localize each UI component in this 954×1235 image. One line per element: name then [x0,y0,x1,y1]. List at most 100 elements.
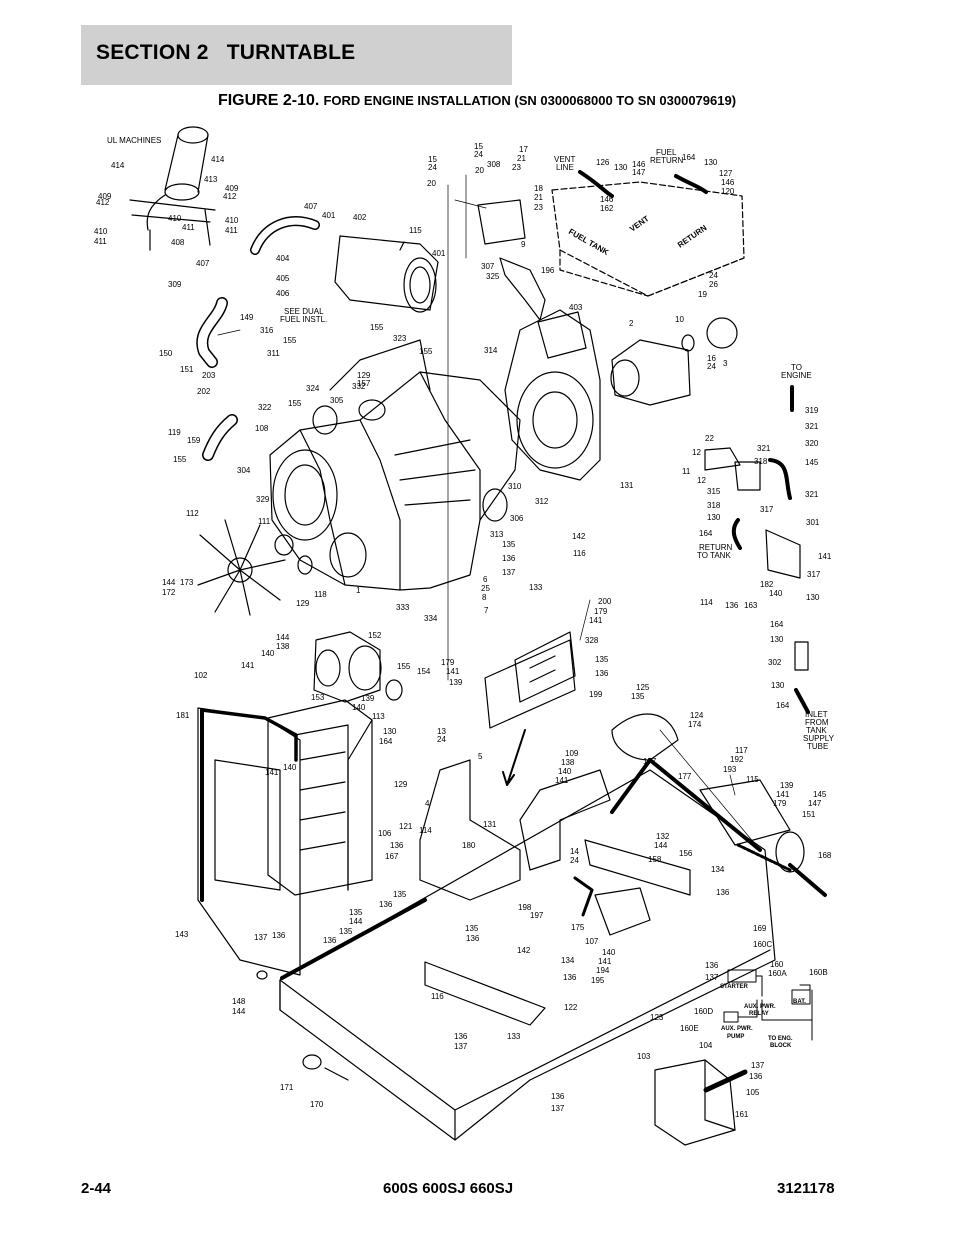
part-callout: 196 [541,266,555,275]
water-pump-pulley [297,555,313,575]
part-callout: 202 [197,387,211,396]
seal-strip-177 [610,758,762,852]
part-callout: 136 [563,973,577,982]
part-callout: 144 [276,633,290,642]
part-callout: 144 [232,1007,246,1016]
part-callout: 147 [808,799,822,808]
tank-label: VENT [628,214,651,234]
part-callout: 21 [517,154,526,163]
part-callout: 139 [449,678,463,687]
part-callout: 160B [809,968,828,977]
part-callout: 131 [620,481,634,490]
part-callout: 129 [296,599,310,608]
part-callout: 177 [643,757,657,766]
part-callout: VENT [554,155,575,164]
part-callout: 105 [746,1088,760,1097]
part-callout: RETURN [699,543,733,552]
part-callout: 179 [441,658,455,667]
part-callout: 172 [162,588,176,597]
part-callout: 409 [225,184,239,193]
part-callout: 135 [393,890,407,899]
part-callout: 171 [280,1083,294,1092]
part-callout: 130 [771,681,785,690]
exhaust-clamp-chain [736,843,792,872]
part-callout: 410 [225,216,239,225]
part-callout: 410 [94,227,108,236]
part-callout: 22 [705,434,714,443]
turntable-frame [279,758,776,1141]
part-callout: 177 [678,772,692,781]
part-callout: 170 [310,1100,324,1109]
part-callout: 141 [265,768,279,777]
part-callout: 141 [241,661,255,670]
battery [654,1059,736,1146]
part-callout: 309 [168,280,182,289]
tray-107 [594,887,651,936]
fuel-pump-bracket [765,529,801,579]
part-callout: 115 [409,226,422,235]
part-callout: TANK [806,726,827,735]
schematic-label: STARTER [720,984,749,990]
part-callout: 160E [680,1024,699,1033]
part-callout: 160 [770,960,784,969]
mounting-bracket-196 [499,257,546,321]
part-callout: 117 [735,746,748,755]
supply-line-mid [768,458,792,500]
part-callout: 126 [596,158,610,167]
part-callout: 141 [598,957,612,966]
part-callout: 155 [370,323,384,332]
section-banner: SECTION 2 TURNTABLE [81,25,512,85]
part-callout: 108 [255,424,269,433]
starter-motor [610,317,738,406]
part-callout: 8 [482,593,487,602]
part-callout: 323 [393,334,407,343]
part-callout: 181 [176,711,190,720]
part-callout: 411 [225,226,238,235]
part-callout: 174 [688,720,702,729]
part-callout: 144 [162,578,176,587]
part-callout: 139 [780,781,794,790]
part-callout: 15 [428,155,437,164]
part-callout: 179 [594,607,608,616]
part-callout: 137 [254,933,268,942]
part-callout: 140 [769,589,783,598]
part-callout: 120 [721,187,735,196]
part-callout: 402 [353,213,367,222]
alternator [313,631,403,703]
part-callout: 318 [707,501,721,510]
part-callout: 17 [519,145,528,154]
part-callout: 24 [709,271,718,280]
part-callout: 136 [705,961,719,970]
part-callout: 157 [357,379,371,388]
part-callout: 141 [446,667,460,676]
part-callout: 334 [424,614,438,623]
part-callout: 404 [276,254,290,263]
part-callout: 7 [484,606,489,615]
part-callout: 138 [276,642,290,651]
part-callout: 12 [697,476,706,485]
part-callout: 313 [490,530,504,539]
part-callout: 136 [466,934,480,943]
part-callout: 173 [180,578,194,587]
part-callout: 24 [437,735,446,744]
part-callout: 130 [383,727,397,736]
part-callout: 130 [770,635,784,644]
part-callout: 153 [311,693,325,702]
part-callout: 111 [258,517,271,526]
part-callout: 410 [168,214,182,223]
control-module [484,631,576,729]
part-callout: 113 [372,712,385,721]
part-callout: 203 [202,371,216,380]
part-callout: 406 [276,289,290,298]
part-callout: 408 [171,238,185,247]
schematic-label: AUX. PWR. [721,1026,753,1032]
part-callout: 144 [654,841,668,850]
part-callout: 322 [258,403,272,412]
part-callout: 160C [753,940,772,949]
section-name: TURNTABLE [226,41,356,64]
tank-label: FUEL TANK [567,227,610,257]
part-callout: 321 [805,490,819,499]
